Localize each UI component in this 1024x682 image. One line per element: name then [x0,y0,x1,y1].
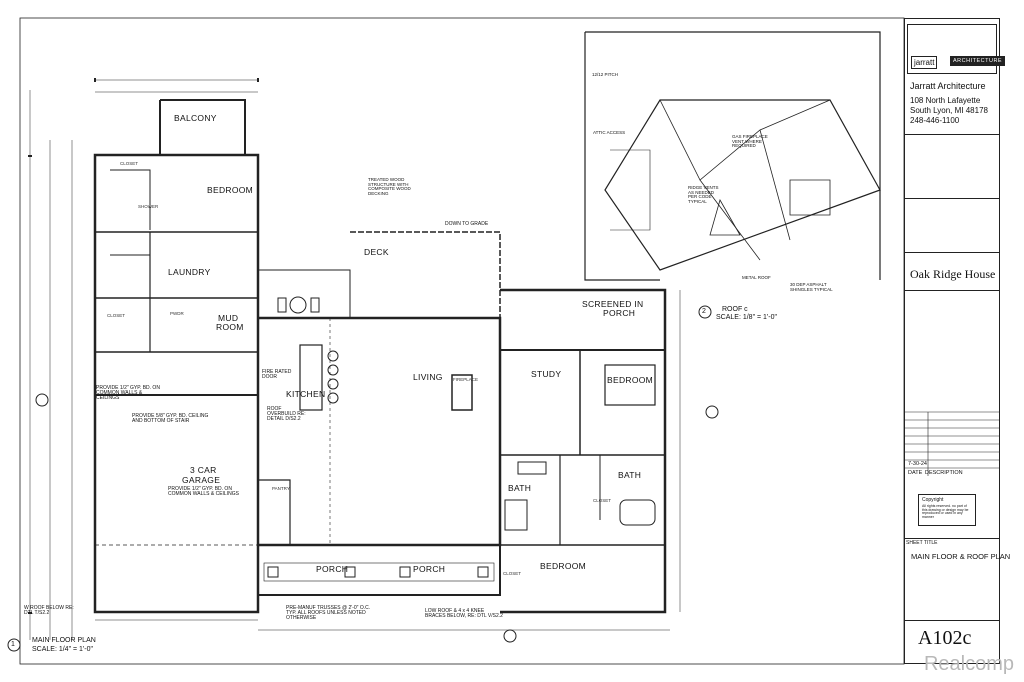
room-bath-1: BATH [508,483,532,493]
plan-scale: SCALE: 1/4" = 1'-0" [32,646,93,653]
divider [905,134,999,135]
room-closet-4: CLOSET [503,571,522,576]
room-closet-1: CLOSET [120,161,139,166]
copyright-title: Copyright [922,497,944,503]
room-balcony: BALCONY [174,113,217,123]
note-down-to-grade: DOWN TO GRADE [445,221,489,227]
roof-title-number: 2 [702,308,706,315]
divider [905,198,999,199]
divider [905,620,999,621]
room-pantry: PANTRY [272,486,290,491]
note-gas-fireplace: GAS FIREPLACE VENT WHERE REQUIRED [732,134,768,148]
room-bath-2: BATH [618,470,642,480]
note-ridge-vents: RIDGE VENTS AS NEEDED PER CODE TYPICAL [688,185,719,204]
firm-address-2: South Lyon, MI 48178 [910,106,988,115]
revision-col-date: DATE [908,470,923,476]
room-closet-2: CLOSET [107,313,126,318]
room-deck: DECK [364,247,389,257]
note-w-roof-below: W ROOF BELOW RE: DTL T/S2.2 [24,605,74,616]
plan-title: MAIN FLOOR PLAN [32,637,96,644]
sheet-title: MAIN FLOOR & ROOF PLAN [911,552,1011,561]
logo-tag: ARCHITECTURE [950,56,1006,66]
sheet-title-label: SHEET TITLE [906,540,938,546]
note-treated-wood: TREATED WOOD STRUCTURE WITH COMPOSITE WO… [368,177,411,196]
revision-col-desc: DESCRIPTION [925,470,963,476]
firm-address-1: 108 North Lafayette [910,96,981,105]
room-mud-2: ROOM [216,322,244,332]
room-closet-3: CLOSET [593,498,612,503]
divider [905,538,999,539]
room-laundry: LAUNDRY [168,267,211,277]
room-pwdr: PWDR [170,311,184,316]
room-porch-2: PORCH [413,564,446,574]
note-gyp-garage: PROVIDE 1/2" GYP. BD. ON COMMON WALLS & … [168,486,239,497]
project-name: Oak Ridge House [910,267,996,281]
room-bedroom-3: BEDROOM [540,561,587,571]
note-gyp-common: PROVIDE 1/2" GYP. BD. ON COMMON WALLS & … [96,385,160,401]
room-living: LIVING [413,372,443,382]
room-garage: 3 CAR [190,465,217,475]
roof-scale: SCALE: 1/8" = 1'-0" [716,314,777,321]
roof-title: ROOF c [722,306,748,313]
note-attic-access: ATTIC ACCESS [593,130,626,135]
note-gyp-stair: PROVIDE 5/8" GYP. BD. CEILING AND BOTTOM… [132,413,209,424]
note-pitch: 12/12 PITCH [592,72,619,77]
logo-name: jarratt [911,56,938,69]
revision-grid [904,411,1000,476]
plan-title-number: 1 [11,641,15,648]
room-bedroom-1: BEDROOM [207,185,254,195]
sheet-number: A102c [918,627,972,649]
note-metal-roof: METAL ROOF [742,275,771,280]
copyright-box [918,494,976,526]
firm-logo [907,24,997,74]
divider [905,290,999,291]
firm-name: Jarratt Architecture [910,81,986,91]
room-garage-2: GARAGE [182,475,221,485]
room-screened-porch-2: PORCH [603,308,636,318]
room-screened-porch: SCREENED IN [582,299,644,309]
firm-phone: 248-446-1100 [910,116,960,125]
watermark: Realcomp [923,653,1014,675]
copyright-text: All rights reserved. no part of this dra… [922,504,969,519]
room-fireplace: FIREPLACE [453,377,479,382]
title-block [904,18,1000,664]
room-porch-1: PORCH [316,564,349,574]
room-study: STUDY [531,369,562,379]
divider [905,252,999,253]
room-bedroom-2: BEDROOM [607,375,654,385]
note-low-roof: LOW ROOF & 4 x 4 KNEE BRACES BELOW, RE: … [425,608,503,619]
revision-date: 7-30-24 [908,461,927,467]
note-shingles: 30 DEP ASPHALT SHINGLES TYPICAL [790,282,833,292]
note-trusses: PRE-MANUF TRUSSES @ 2'-0" O.C. TYP. ALL … [286,605,371,621]
room-mud: MUD [218,313,239,323]
room-shower-1: SHOWER [138,204,159,209]
note-fire-door: FIRE RATED DOOR [262,369,292,380]
room-kitchen: KITCHEN [286,389,326,399]
note-roof-overbuild: ROOF OVERBUILD RE: DETAIL D/S2.2 [267,406,306,422]
